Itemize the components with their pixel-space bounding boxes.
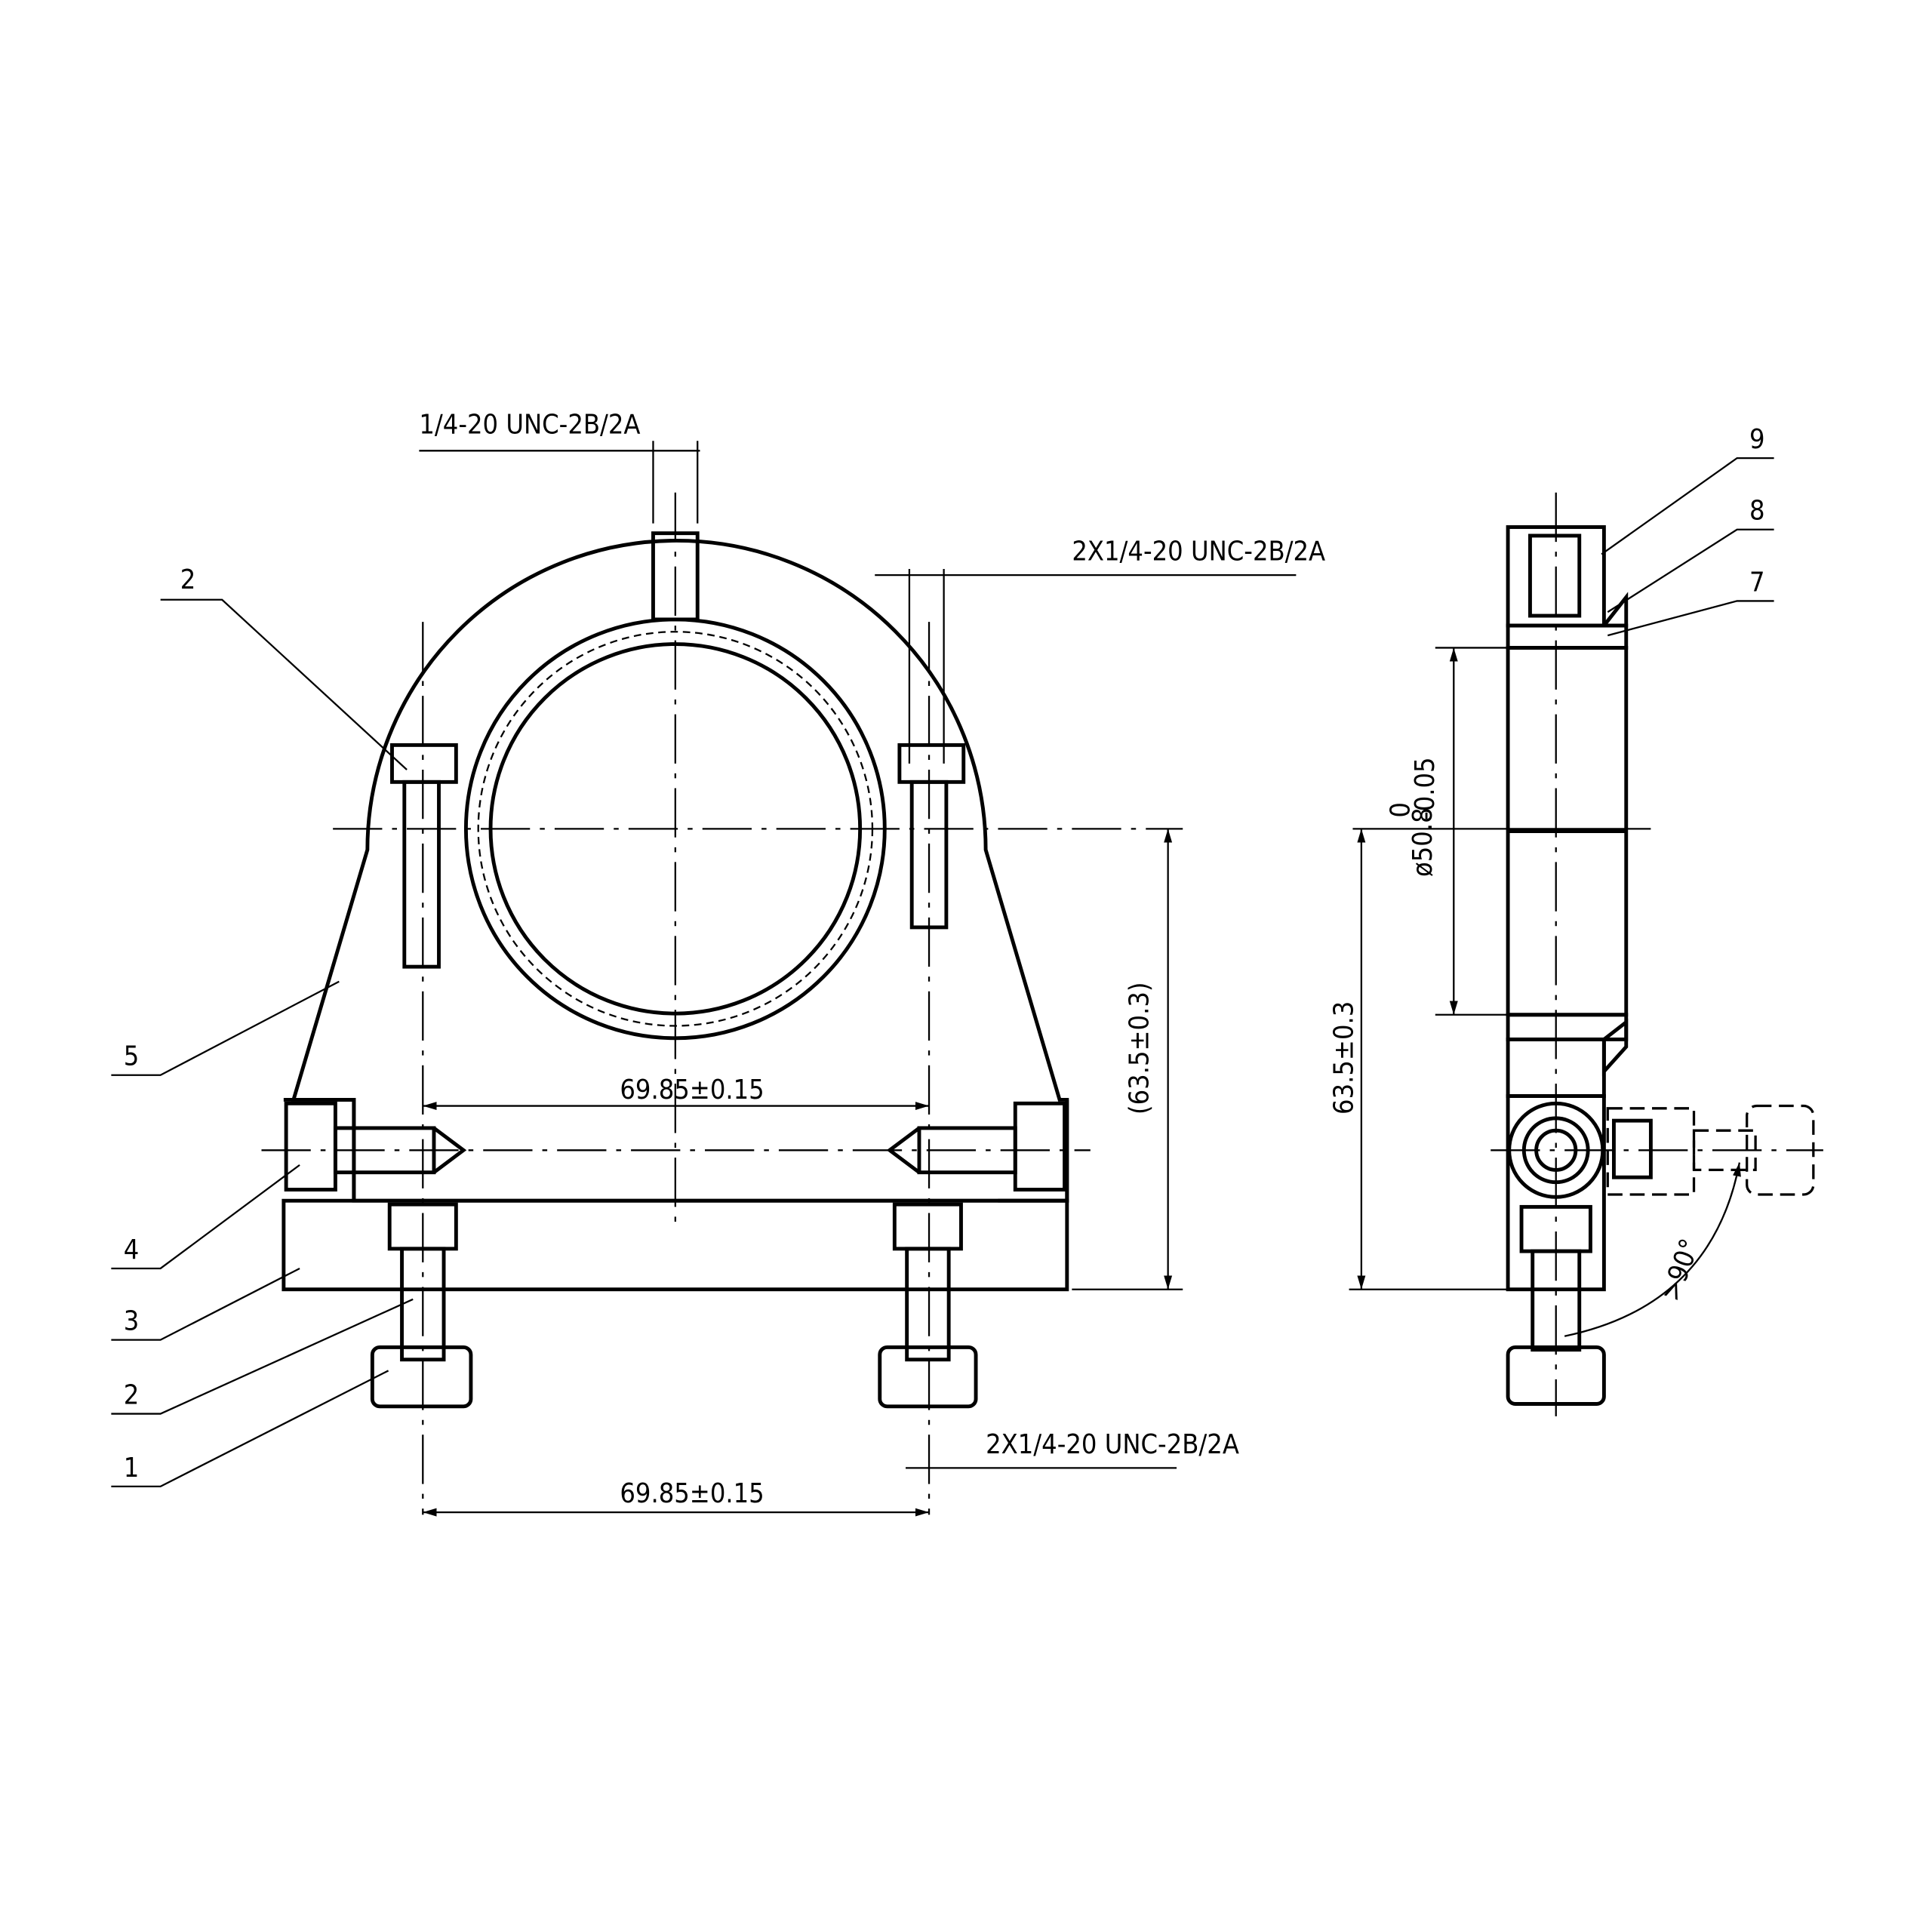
thread-top-label: 1/4-20 UNC-2B/2A <box>419 409 640 440</box>
side-height-label: 63.5±0.3 <box>1328 1001 1359 1115</box>
spacing-lower-label: 69.85±0.15 <box>620 1478 764 1509</box>
part-label-2-top: 2 <box>180 564 196 595</box>
body-part-5 <box>291 539 1069 1203</box>
thread-upper-right-label: 2X1/4-20 UNC-2B/2A <box>1072 537 1325 567</box>
part-label-2-bottom: 2 <box>124 1379 140 1410</box>
spacing-upper-label: 69.85±0.15 <box>620 1075 764 1105</box>
part-label-4: 4 <box>124 1235 140 1265</box>
part-label-7: 7 <box>1749 567 1765 598</box>
diameter-upper-tol: 0 <box>1386 802 1417 818</box>
part-label-5: 5 <box>124 1041 140 1072</box>
thread-lower-right-label: 2X1/4-20 UNC-2B/2A <box>986 1429 1239 1460</box>
diameter-lower-tol: -0.05 <box>1410 757 1441 820</box>
front-view <box>111 441 1297 1517</box>
side-view <box>1349 457 1823 1416</box>
height-ref-label: (63.5±0.3) <box>1124 982 1155 1115</box>
part-label-3: 3 <box>124 1306 140 1337</box>
part-label-9: 9 <box>1749 424 1765 455</box>
angle-label: >90° <box>1655 1235 1706 1305</box>
part-label-1: 1 <box>124 1453 140 1484</box>
diameter-label: ø50.8 <box>1407 807 1438 877</box>
part-label-8: 8 <box>1749 496 1765 527</box>
